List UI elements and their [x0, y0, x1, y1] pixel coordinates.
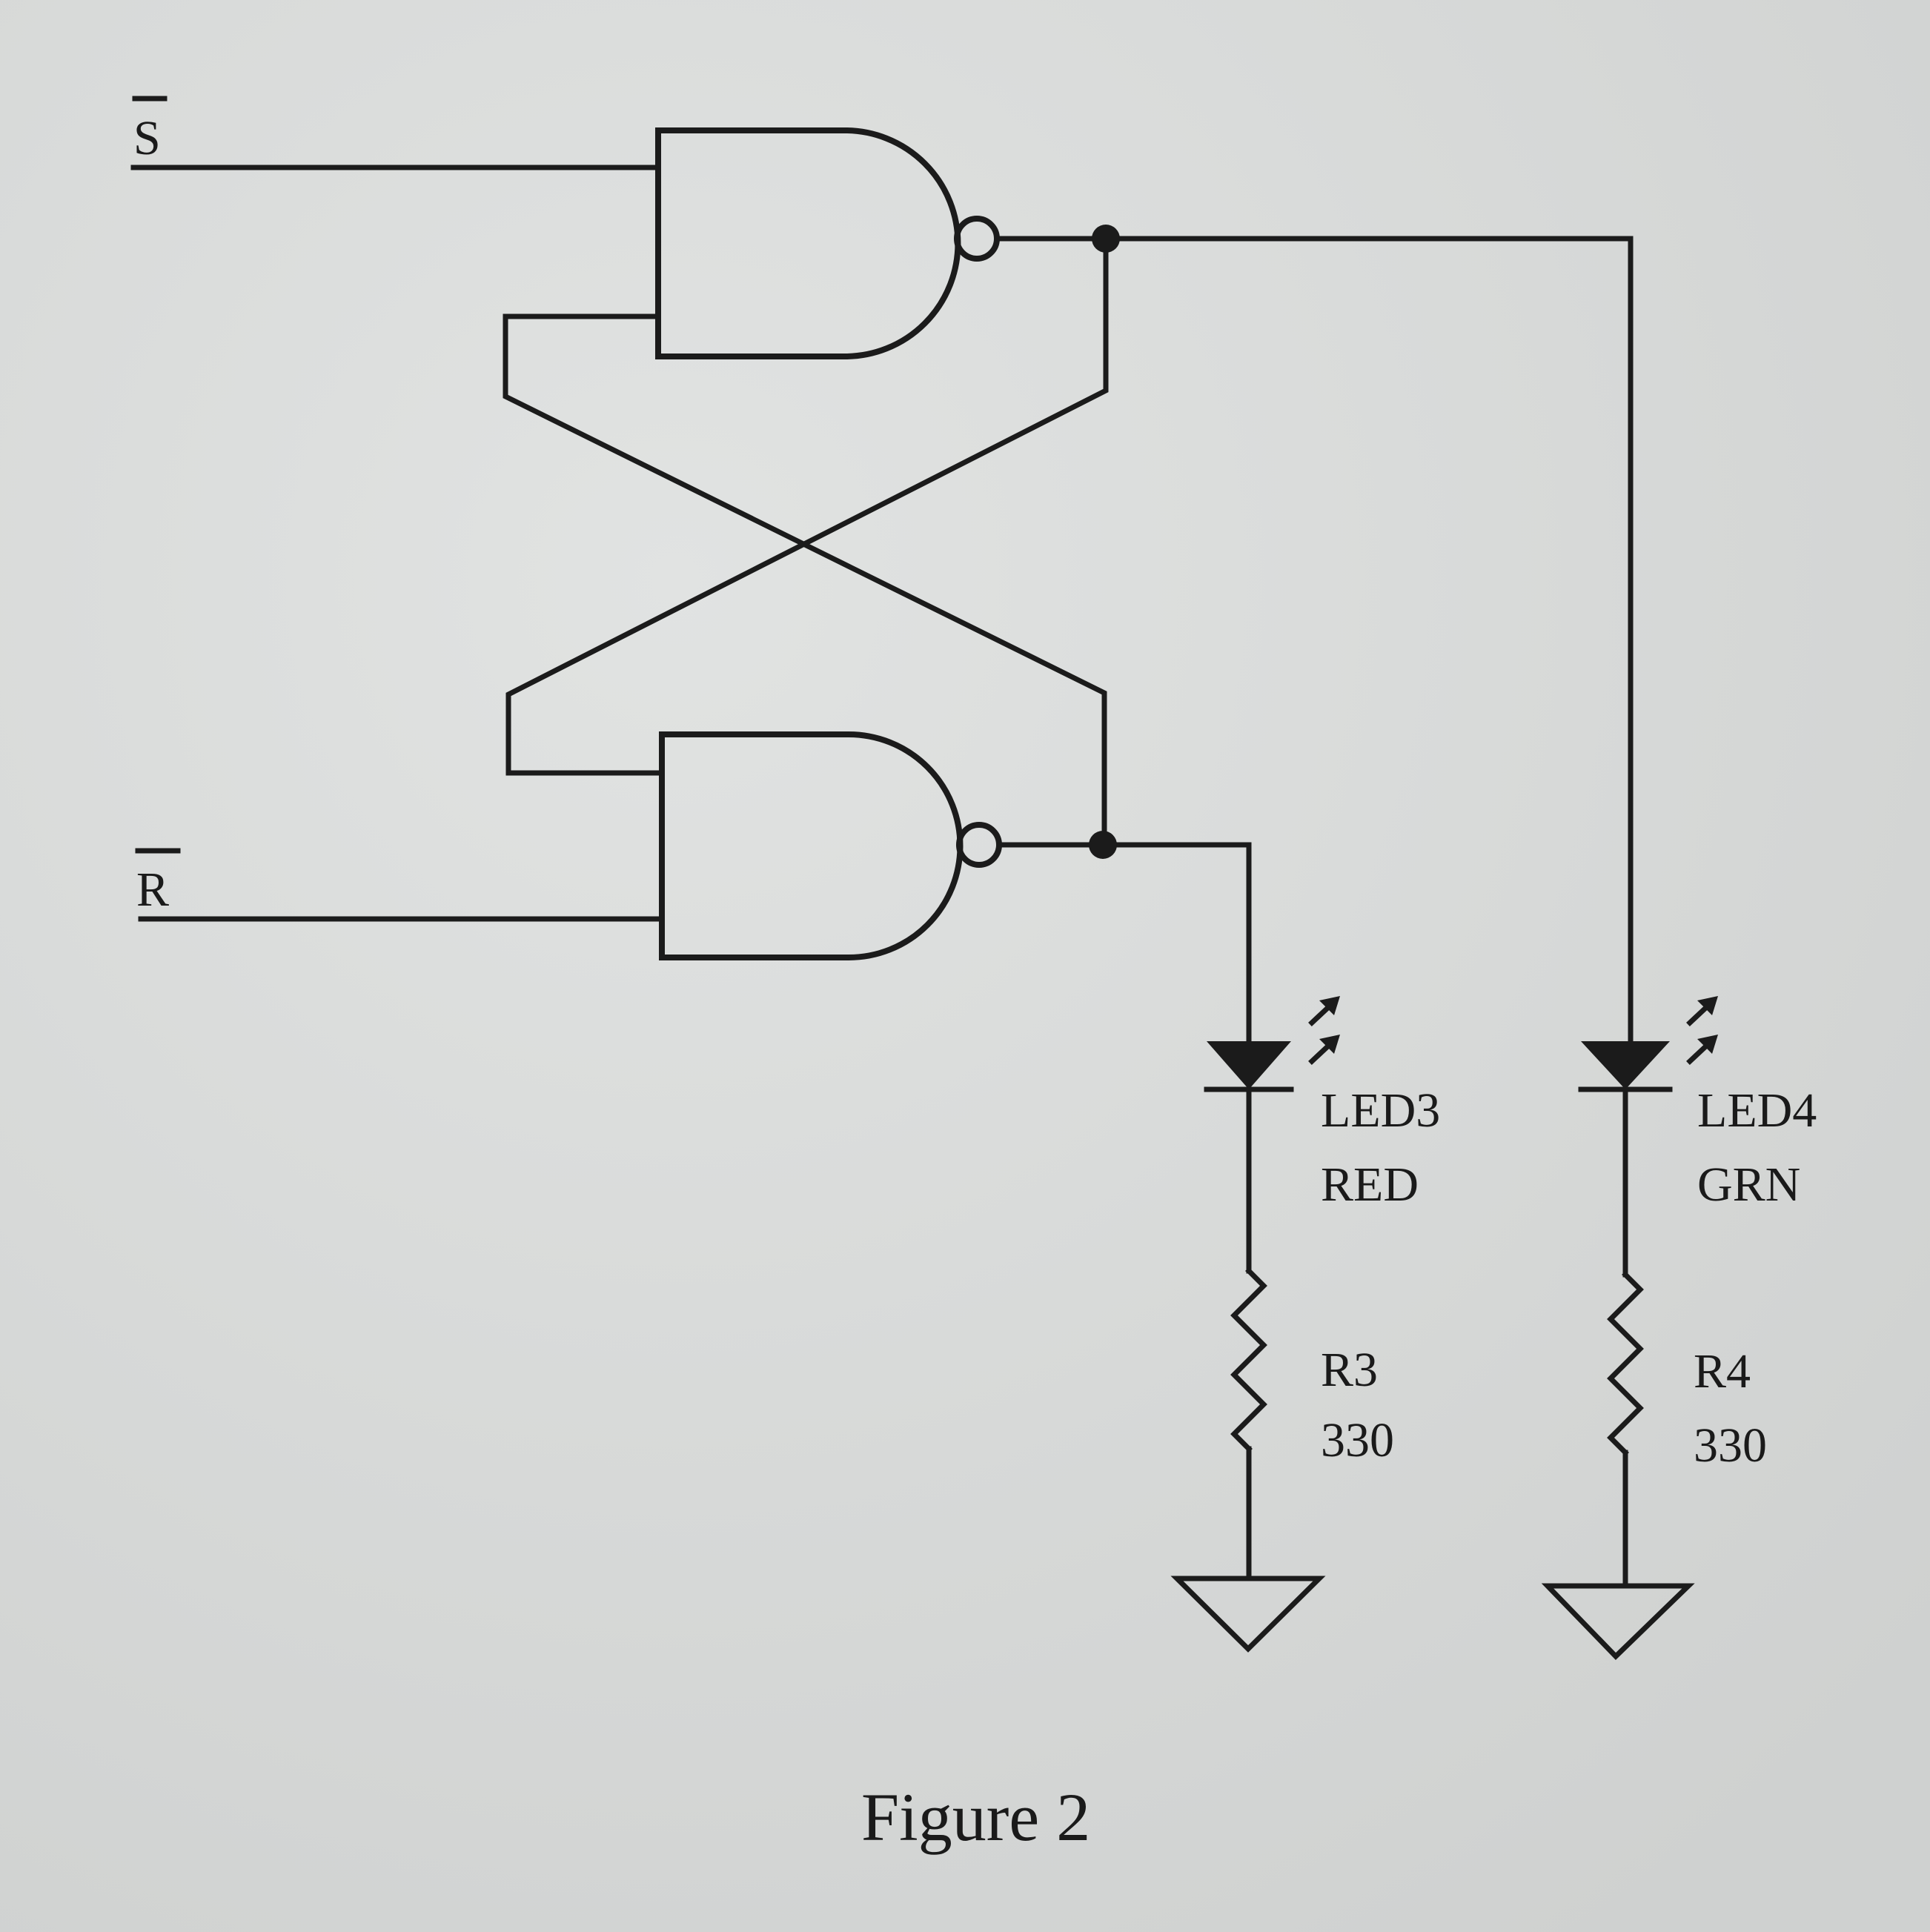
led4-triangle — [1581, 1041, 1670, 1089]
led3-color: RED — [1321, 1158, 1419, 1212]
feedback-wire-bottom-to-top — [503, 313, 1107, 848]
r4-resistor — [1607, 1271, 1644, 1456]
ground-symbol-right — [1541, 1583, 1695, 1660]
led3-emission-arrows-icon — [1308, 996, 1340, 1065]
r-bar-label-text: R — [136, 863, 169, 917]
r4-value: 330 — [1694, 1418, 1767, 1473]
s-bar-label-text: S — [133, 111, 161, 165]
r-bar-input-label: R — [135, 848, 181, 917]
q-bar-output-wire — [996, 842, 1252, 1044]
led4-diode — [1578, 996, 1718, 1092]
ground-symbol-left — [1170, 1576, 1326, 1653]
led4-emission-arrows-icon — [1686, 996, 1718, 1065]
s-bar-input-label: S — [132, 96, 168, 165]
r3-resistor — [1230, 1267, 1267, 1453]
r3-name: R3 — [1321, 1343, 1378, 1397]
led3-triangle — [1207, 1041, 1291, 1089]
led4-name: LED4 — [1697, 1083, 1817, 1138]
led3-diode — [1204, 996, 1340, 1092]
led3-name: LED3 — [1321, 1083, 1440, 1138]
r3-value: 330 — [1321, 1413, 1394, 1467]
r4-name: R4 — [1694, 1344, 1751, 1398]
feedback-wire-top-to-bottom — [505, 236, 1109, 776]
led4-color: GRN — [1697, 1158, 1800, 1212]
figure-caption: Figure 2 — [861, 1779, 1090, 1855]
q-output-wire — [995, 236, 1634, 1044]
